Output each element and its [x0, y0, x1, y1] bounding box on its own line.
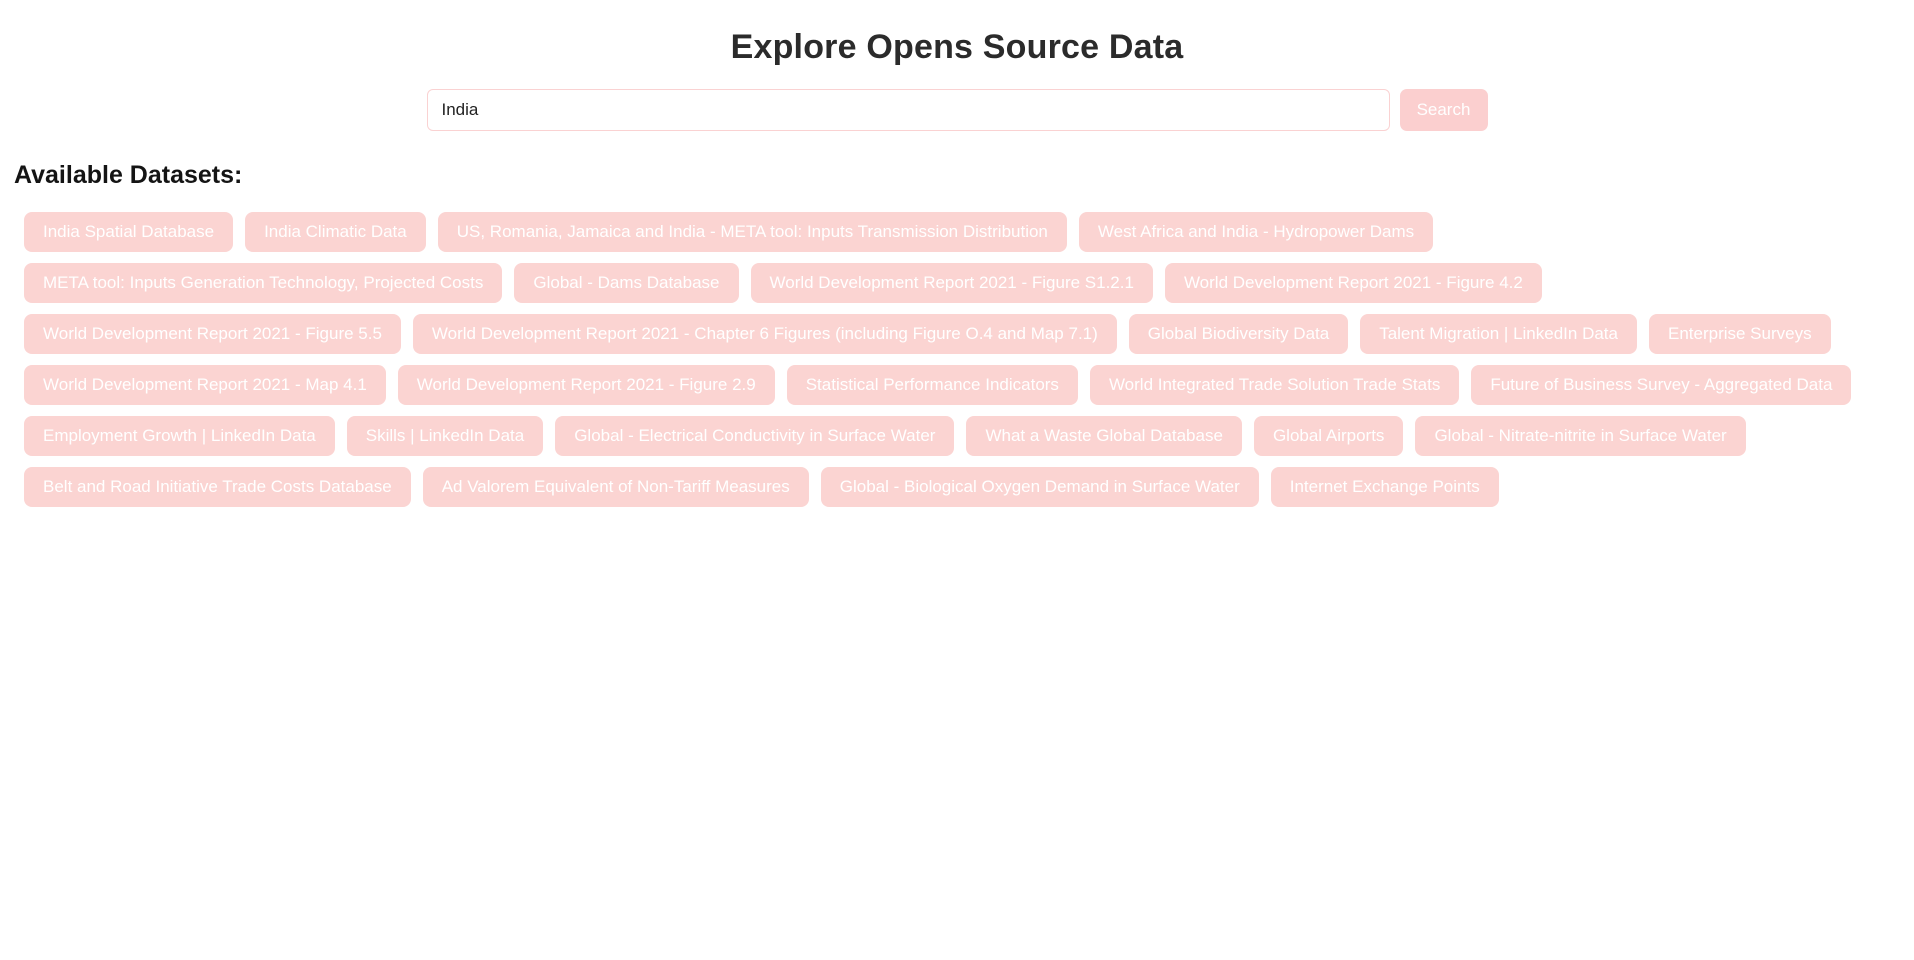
dataset-tag[interactable]: Ad Valorem Equivalent of Non-Tariff Meas…: [422, 467, 809, 507]
dataset-tag[interactable]: India Spatial Database: [24, 212, 234, 252]
dataset-tag[interactable]: World Development Report 2021 - Figure 4…: [1164, 263, 1542, 303]
search-button[interactable]: Search: [1399, 89, 1488, 131]
dataset-tag[interactable]: World Development Report 2021 - Chapter …: [412, 314, 1117, 354]
dataset-tag[interactable]: Global Biodiversity Data: [1128, 314, 1349, 354]
dataset-tag[interactable]: West Africa and India - Hydropower Dams: [1078, 212, 1434, 252]
dataset-tag[interactable]: World Development Report 2021 - Figure 2…: [397, 365, 775, 405]
search-bar: Search: [0, 89, 1914, 131]
dataset-tag-list: India Spatial Database India Climatic Dat…: [0, 190, 1914, 507]
dataset-tag[interactable]: US, Romania, Jamaica and India - META to…: [437, 212, 1067, 252]
dataset-tag[interactable]: Skills | LinkedIn Data: [346, 416, 544, 456]
dataset-tag[interactable]: Global - Nitrate-nitrite in Surface Wate…: [1415, 416, 1746, 456]
dataset-tag[interactable]: World Development Report 2021 - Figure 5…: [24, 314, 401, 354]
dataset-tag[interactable]: Global - Electrical Conductivity in Surf…: [555, 416, 955, 456]
dataset-tag[interactable]: World Development Report 2021 - Figure S…: [750, 263, 1153, 303]
dataset-tag[interactable]: World Development Report 2021 - Map 4.1: [24, 365, 386, 405]
dataset-tag[interactable]: Internet Exchange Points: [1270, 467, 1499, 507]
dataset-tag[interactable]: Employment Growth | LinkedIn Data: [24, 416, 335, 456]
search-input[interactable]: [426, 89, 1390, 131]
dataset-tag[interactable]: Statistical Performance Indicators: [786, 365, 1078, 405]
dataset-tag[interactable]: META tool: Inputs Generation Technology,…: [24, 263, 503, 303]
available-datasets-heading: Available Datasets:: [14, 161, 243, 189]
dataset-tag[interactable]: Belt and Road Initiative Trade Costs Dat…: [24, 467, 411, 507]
dataset-tag[interactable]: Future of Business Survey - Aggregated D…: [1471, 365, 1852, 405]
dataset-tag[interactable]: What a Waste Global Database: [966, 416, 1242, 456]
dataset-tag[interactable]: World Integrated Trade Solution Trade St…: [1089, 365, 1460, 405]
dataset-tag[interactable]: Enterprise Surveys: [1648, 314, 1831, 354]
page-title: Explore Opens Source Data: [730, 28, 1184, 66]
dataset-tag[interactable]: Talent Migration | LinkedIn Data: [1360, 314, 1637, 354]
dataset-tag[interactable]: India Climatic Data: [245, 212, 426, 252]
dataset-tag[interactable]: Global - Dams Database: [514, 263, 739, 303]
dataset-tag[interactable]: Global - Biological Oxygen Demand in Sur…: [820, 467, 1259, 507]
dataset-tag[interactable]: Global Airports: [1253, 416, 1404, 456]
